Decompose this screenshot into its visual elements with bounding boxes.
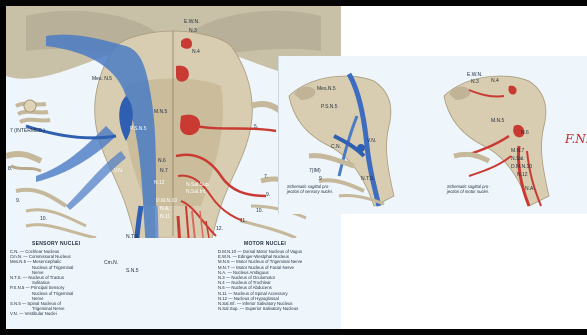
side-label-9: 9 — [319, 176, 322, 182]
artist-signature: F.N. — [565, 132, 587, 146]
label-n4: N.4 — [192, 49, 200, 55]
label-nts: N.T.S. — [126, 234, 140, 240]
label-cmn: Cm.N. — [104, 260, 118, 266]
label-nerve9: 9. — [16, 198, 20, 204]
label-right-11: 11. — [240, 218, 247, 224]
label-cn: C.N. — [96, 158, 106, 164]
label-n6: N.6 — [158, 158, 166, 164]
side-label-n3: N.3 — [471, 79, 479, 85]
bottom-letterbox — [0, 329, 587, 335]
label-nerve8: 8. — [8, 166, 12, 172]
side-label-nsal: N.Sal. — [511, 156, 525, 162]
blank-area-top — [341, 6, 587, 56]
side-label-nts: N.T.S. — [361, 176, 375, 182]
label-nsalinf: N.Sal.Inf. — [186, 189, 207, 195]
label-na: N.A. — [160, 206, 170, 212]
side-label-mn5: M.N.5 — [491, 118, 504, 124]
label-n12: N.12 — [154, 180, 165, 186]
label-vn: V.N. — [114, 168, 123, 174]
label-nerve7-intermed: 7 (INTERMED.) — [10, 128, 45, 134]
side-label-na: N.A. — [525, 186, 535, 192]
side-label-psn5: P.S.N.5 — [321, 104, 338, 110]
label-mn5: M.N.5 — [154, 109, 167, 115]
label-nerve5: 5. — [254, 124, 258, 130]
side-label-n6: N.6 — [521, 130, 529, 136]
label-nsalsup: N.Sal.Sup. — [186, 182, 210, 188]
blank-area-bottom — [341, 214, 587, 329]
side-label-7: 7(IM) — [309, 168, 321, 174]
motor-legend-title: MOTOR NUCLEI — [244, 241, 286, 247]
side-caption-sensory-2: jection of sensory nuclei. — [287, 189, 333, 194]
label-sn5: S.N.5 — [126, 268, 139, 274]
side-label-ewn: E.W.N. — [467, 72, 483, 78]
label-right-10: 10. — [256, 208, 263, 214]
label-psn5: P.S.N.5 — [130, 126, 147, 132]
legend-item: N.Sal.Sup. — Superior Salivatory Nucleus — [218, 306, 302, 311]
label-mes-n5: Mes. N.5 — [92, 76, 112, 82]
label-right-9: 9. — [266, 192, 270, 198]
label-ewn: E.W.N. — [184, 19, 200, 25]
label-n11: N.11 — [160, 214, 170, 220]
legend-item: V.N. — Vestibular Nuclei — [10, 311, 73, 316]
label-dmn10: D.M.N.10 — [156, 198, 177, 204]
side-label-cn: C.N. — [331, 144, 341, 150]
side-label-n4: N.4 — [491, 78, 499, 84]
side-label-dmn: D.M.N.10 — [511, 164, 532, 170]
side-caption-motor-2: jection of motor nuclei. — [447, 189, 489, 194]
motor-legend: D.M.N.10 — Dorsal Motor Nucleus of Vagus… — [218, 249, 302, 311]
sagittal-plate: Mes.N.5 P.S.N.5 C.N. V.N. 7(IM) 9 N.T.S.… — [278, 56, 587, 214]
side-label-mn7: M.N.7 — [511, 148, 524, 154]
label-right-12: 12. — [216, 226, 223, 232]
label-nerve10: 10. — [40, 216, 47, 222]
label-n7: N.7 — [160, 168, 168, 174]
side-label-n12: N.12 — [517, 172, 528, 178]
legend-item: M.N.5 — Motor Nucleus of Trigeminal Nerv… — [218, 259, 302, 264]
side-label-mes: Mes.N.5 — [317, 86, 336, 92]
side-label-vn: V.N. — [367, 138, 376, 144]
legend-item: P.S.N.5 — Principal Sensory — [10, 285, 73, 290]
label-right-7: 7. — [264, 174, 268, 180]
sensory-legend: C.N. — Cochlear Nucleus Cm.N. — Commissu… — [10, 249, 73, 317]
label-n3: N.3 — [189, 28, 197, 34]
sensory-legend-title: SENSORY NUCLEI — [32, 241, 80, 247]
